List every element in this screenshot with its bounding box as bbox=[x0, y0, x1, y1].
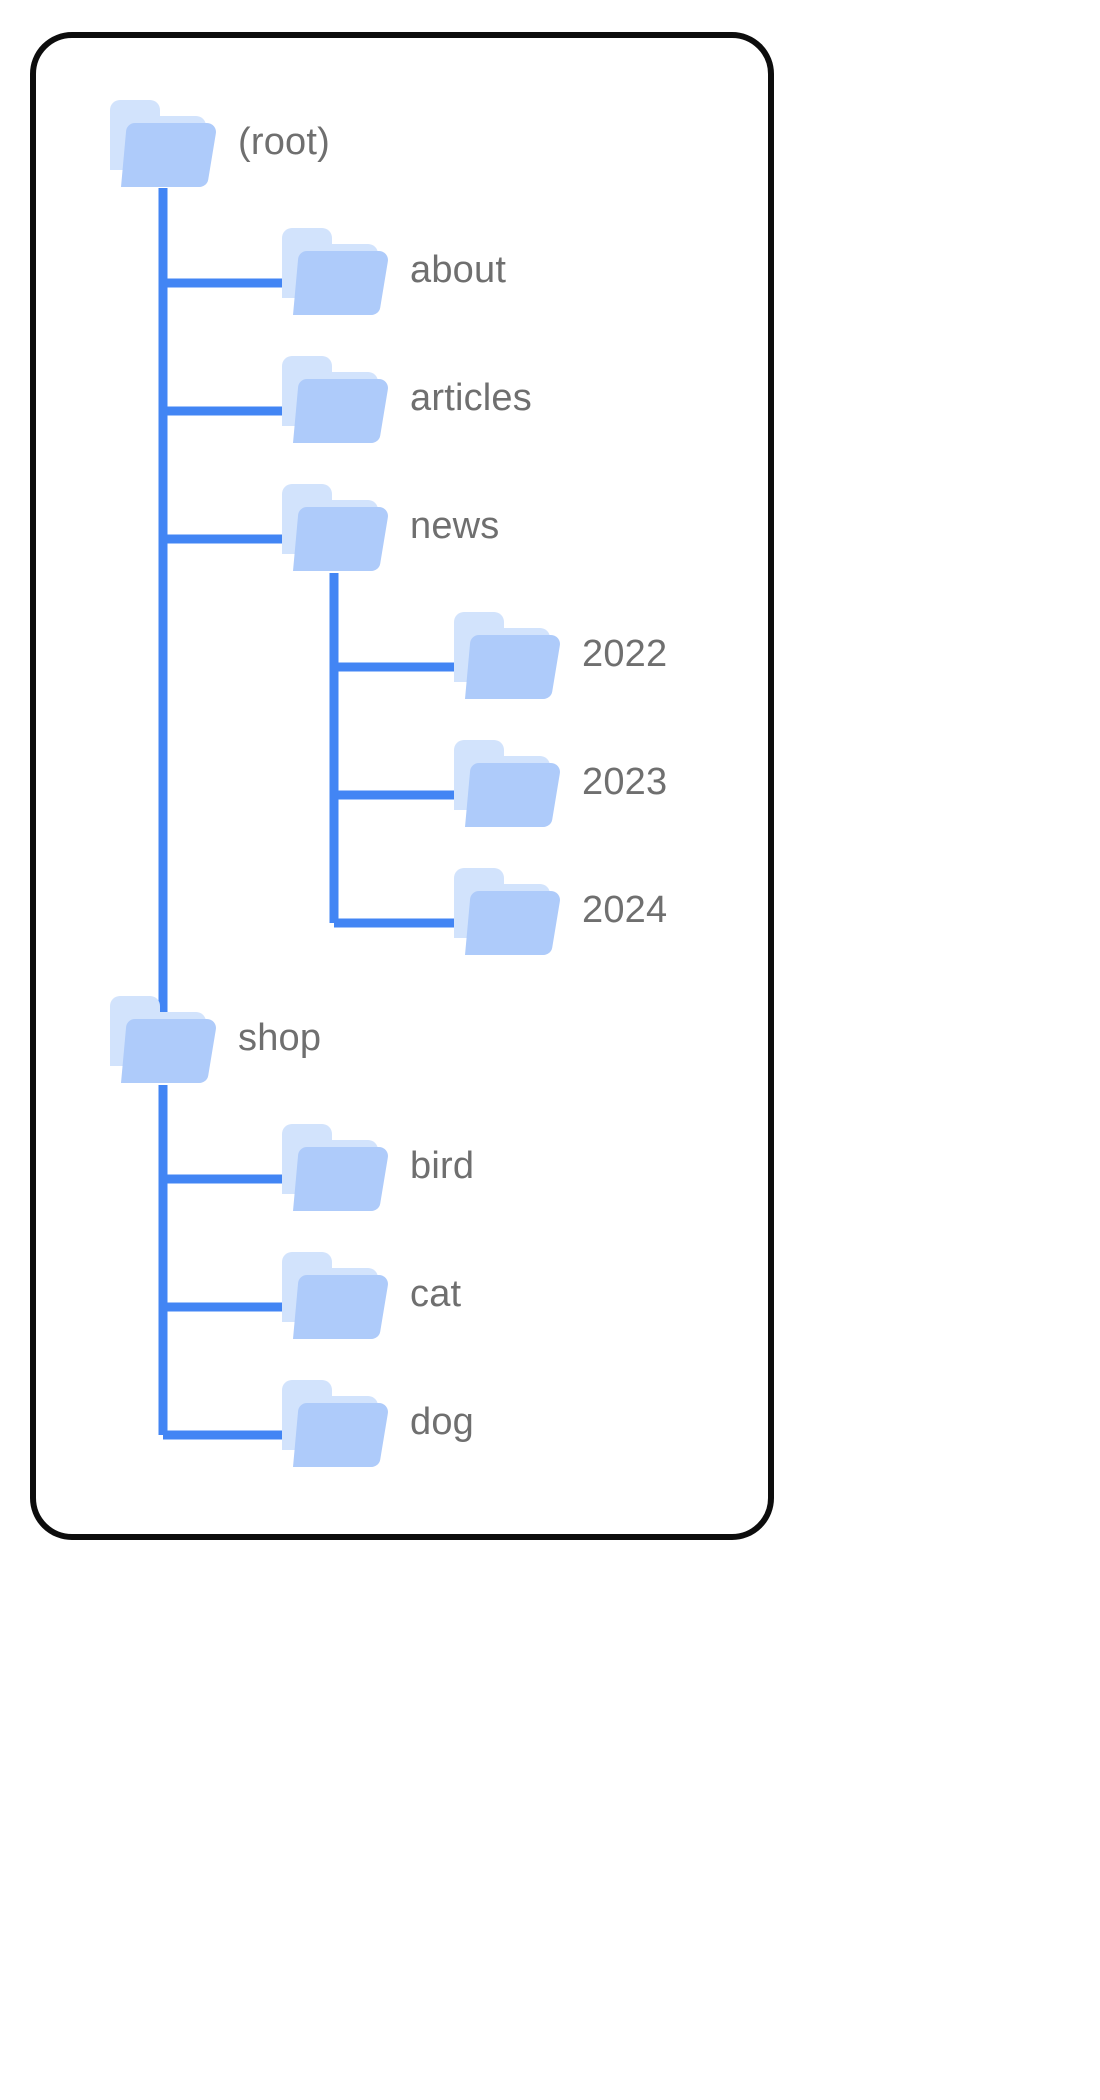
tree-connector-lines bbox=[158, 188, 466, 1440]
diagram-card: (root) about bbox=[30, 32, 774, 1540]
tree-node-label: cat bbox=[410, 1273, 462, 1315]
tree-node-label: 2022 bbox=[582, 633, 668, 675]
folder-icon bbox=[276, 1248, 396, 1340]
tree-node-label: 2024 bbox=[582, 889, 668, 931]
tree-node-label: news bbox=[410, 505, 500, 547]
tree-node-label: 2023 bbox=[582, 761, 668, 803]
tree-node-about[interactable]: about bbox=[276, 224, 506, 316]
folder-icon bbox=[448, 864, 568, 956]
folder-icon bbox=[276, 480, 396, 572]
folder-icon bbox=[276, 1376, 396, 1468]
tree-node-cat[interactable]: cat bbox=[276, 1248, 461, 1340]
tree-node-dog[interactable]: dog bbox=[276, 1376, 474, 1468]
tree-node-label: (root) bbox=[238, 121, 330, 163]
tree-node-label: articles bbox=[410, 377, 532, 419]
tree-node-2023[interactable]: 2023 bbox=[448, 736, 667, 828]
tree-node-2024[interactable]: 2024 bbox=[448, 864, 667, 956]
folder-icon bbox=[104, 992, 224, 1084]
tree-node-label: shop bbox=[238, 1017, 322, 1059]
folder-tree: (root) about bbox=[36, 38, 768, 1534]
folder-icon bbox=[104, 96, 224, 188]
folder-icon bbox=[448, 736, 568, 828]
folder-icon bbox=[276, 352, 396, 444]
tree-node-bird[interactable]: bird bbox=[276, 1120, 474, 1212]
folder-icon bbox=[276, 224, 396, 316]
tree-node-label: about bbox=[410, 249, 507, 291]
folder-icon bbox=[448, 608, 568, 700]
tree-node-shop[interactable]: shop bbox=[104, 992, 321, 1084]
tree-node-root[interactable]: (root) bbox=[104, 96, 330, 188]
folder-icon bbox=[276, 1120, 396, 1212]
tree-node-articles[interactable]: articles bbox=[276, 352, 532, 444]
tree-node-label: bird bbox=[410, 1145, 475, 1187]
tree-node-news[interactable]: news bbox=[276, 480, 500, 572]
tree-node-2022[interactable]: 2022 bbox=[448, 608, 667, 700]
tree-node-label: dog bbox=[410, 1401, 475, 1443]
